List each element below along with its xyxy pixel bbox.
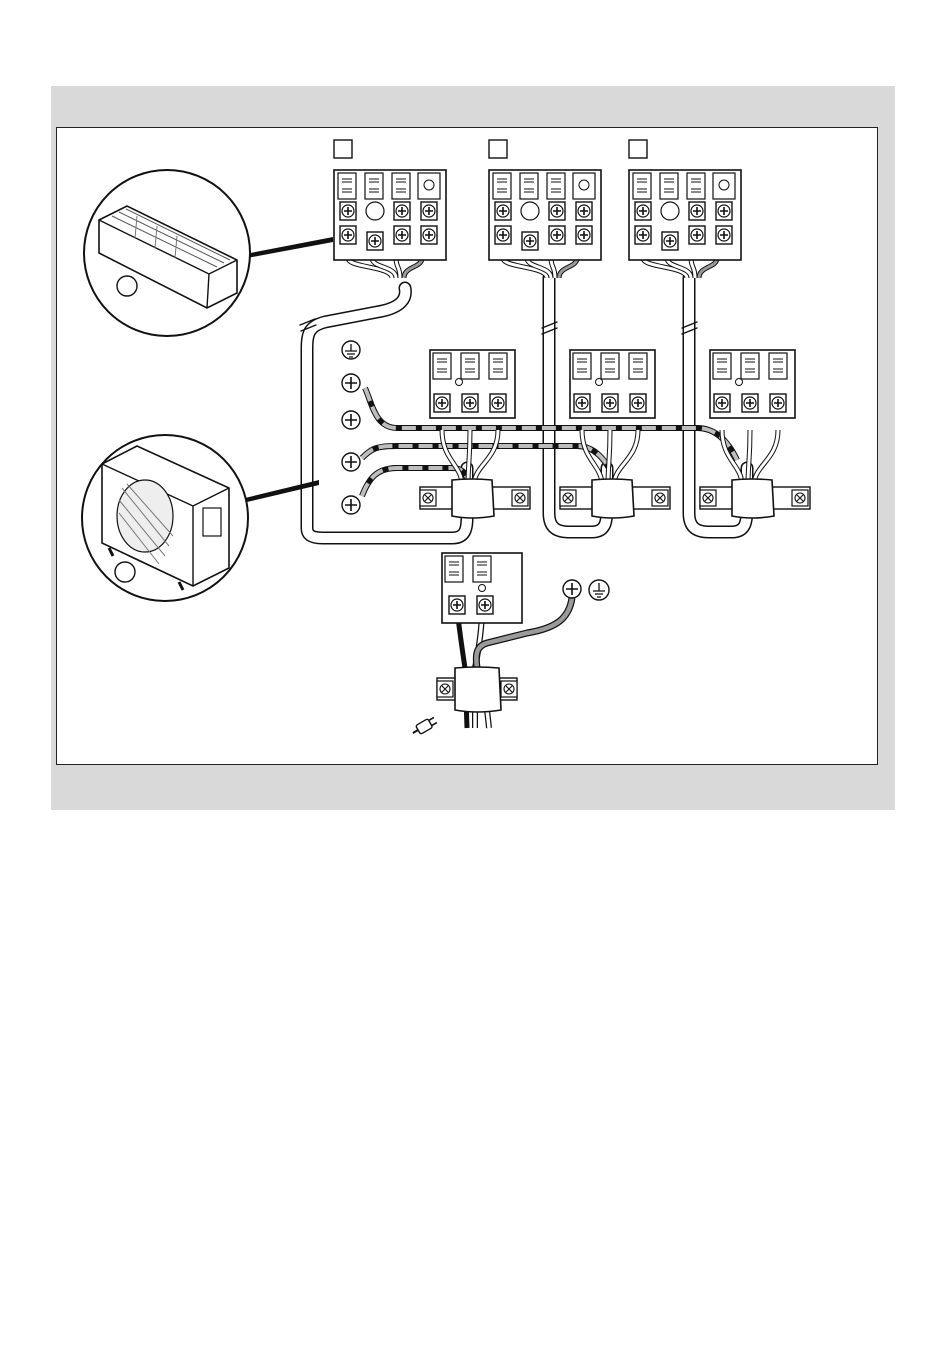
outdoor-unit-callout bbox=[82, 435, 319, 601]
ground-icon bbox=[342, 341, 360, 359]
ground-icon bbox=[589, 580, 609, 600]
unit-number-box bbox=[629, 140, 647, 158]
indoor-terminal-block-2 bbox=[489, 140, 601, 278]
outdoor-terminal-block-a bbox=[420, 350, 530, 518]
figure-panel bbox=[51, 86, 895, 810]
power-supply-terminal-block bbox=[410, 553, 609, 737]
outdoor-terminal-block-b bbox=[560, 350, 670, 518]
unit-number-box bbox=[489, 140, 507, 158]
unit-number-box bbox=[334, 140, 352, 158]
outdoor-terminal-blocks bbox=[420, 350, 810, 518]
outdoor-main-terminals bbox=[342, 341, 360, 514]
figure-frame bbox=[56, 127, 878, 765]
wiring-diagram bbox=[57, 128, 877, 764]
indoor-unit-callout bbox=[84, 170, 333, 336]
indoor-terminal-blocks bbox=[334, 140, 741, 278]
power-plug-icon bbox=[410, 716, 438, 738]
indoor-terminal-block-3 bbox=[629, 140, 741, 278]
indoor-terminal-block-1 bbox=[334, 140, 446, 278]
